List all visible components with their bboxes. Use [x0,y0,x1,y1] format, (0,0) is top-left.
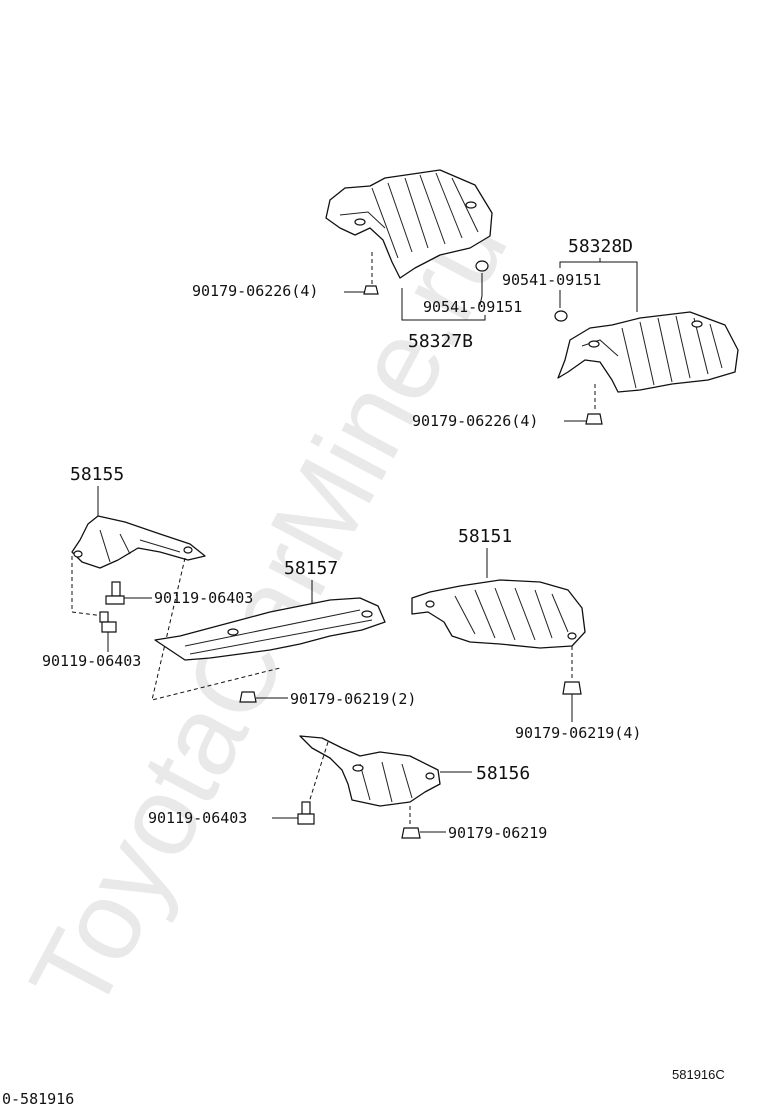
label-90179-06219-2[interactable]: 90179-06219(2) [290,690,416,708]
nut-icon [585,413,603,425]
label-90119-06403-b[interactable]: 90119-06403 [42,652,141,670]
label-90179-06226-b[interactable]: 90179-06226(4) [412,412,538,430]
label-90119-06403-c[interactable]: 90119-06403 [148,809,247,827]
label-58327b[interactable]: 58327B [408,331,473,352]
part-58327b-shape[interactable] [325,169,493,279]
grommet-icon [475,260,489,272]
part-58155-shape[interactable] [71,515,206,569]
label-90541-09151-b[interactable]: 90541-09151 [502,271,601,289]
nut-icon [363,285,379,295]
bolt-icon [99,611,117,633]
ref-code: 581916C [672,1067,725,1082]
label-58156[interactable]: 58156 [476,763,530,784]
label-90119-06403-a[interactable]: 90119-06403 [154,589,253,607]
nut-icon [401,827,421,839]
label-58151[interactable]: 58151 [458,526,512,547]
part-58156-shape[interactable] [299,735,441,807]
grommet-icon [554,310,568,322]
label-90541-09151-a[interactable]: 90541-09151 [423,298,522,316]
part-58157-shape[interactable] [154,597,386,661]
label-58155[interactable]: 58155 [70,464,124,485]
label-90179-06219-4[interactable]: 90179-06219(4) [515,724,641,742]
nut-icon [562,681,582,695]
nut-icon [239,691,257,703]
label-90179-06219[interactable]: 90179-06219 [448,824,547,842]
label-90179-06226-a[interactable]: 90179-06226(4) [192,282,318,300]
bolt-icon [297,801,315,825]
label-58328d[interactable]: 58328D [568,236,633,257]
part-58328d-shape[interactable] [557,311,739,393]
bolt-icon [105,581,125,605]
diagram-id: 0-581916 [2,1090,74,1108]
part-58151-shape[interactable] [411,579,586,649]
label-58157[interactable]: 58157 [284,558,338,579]
